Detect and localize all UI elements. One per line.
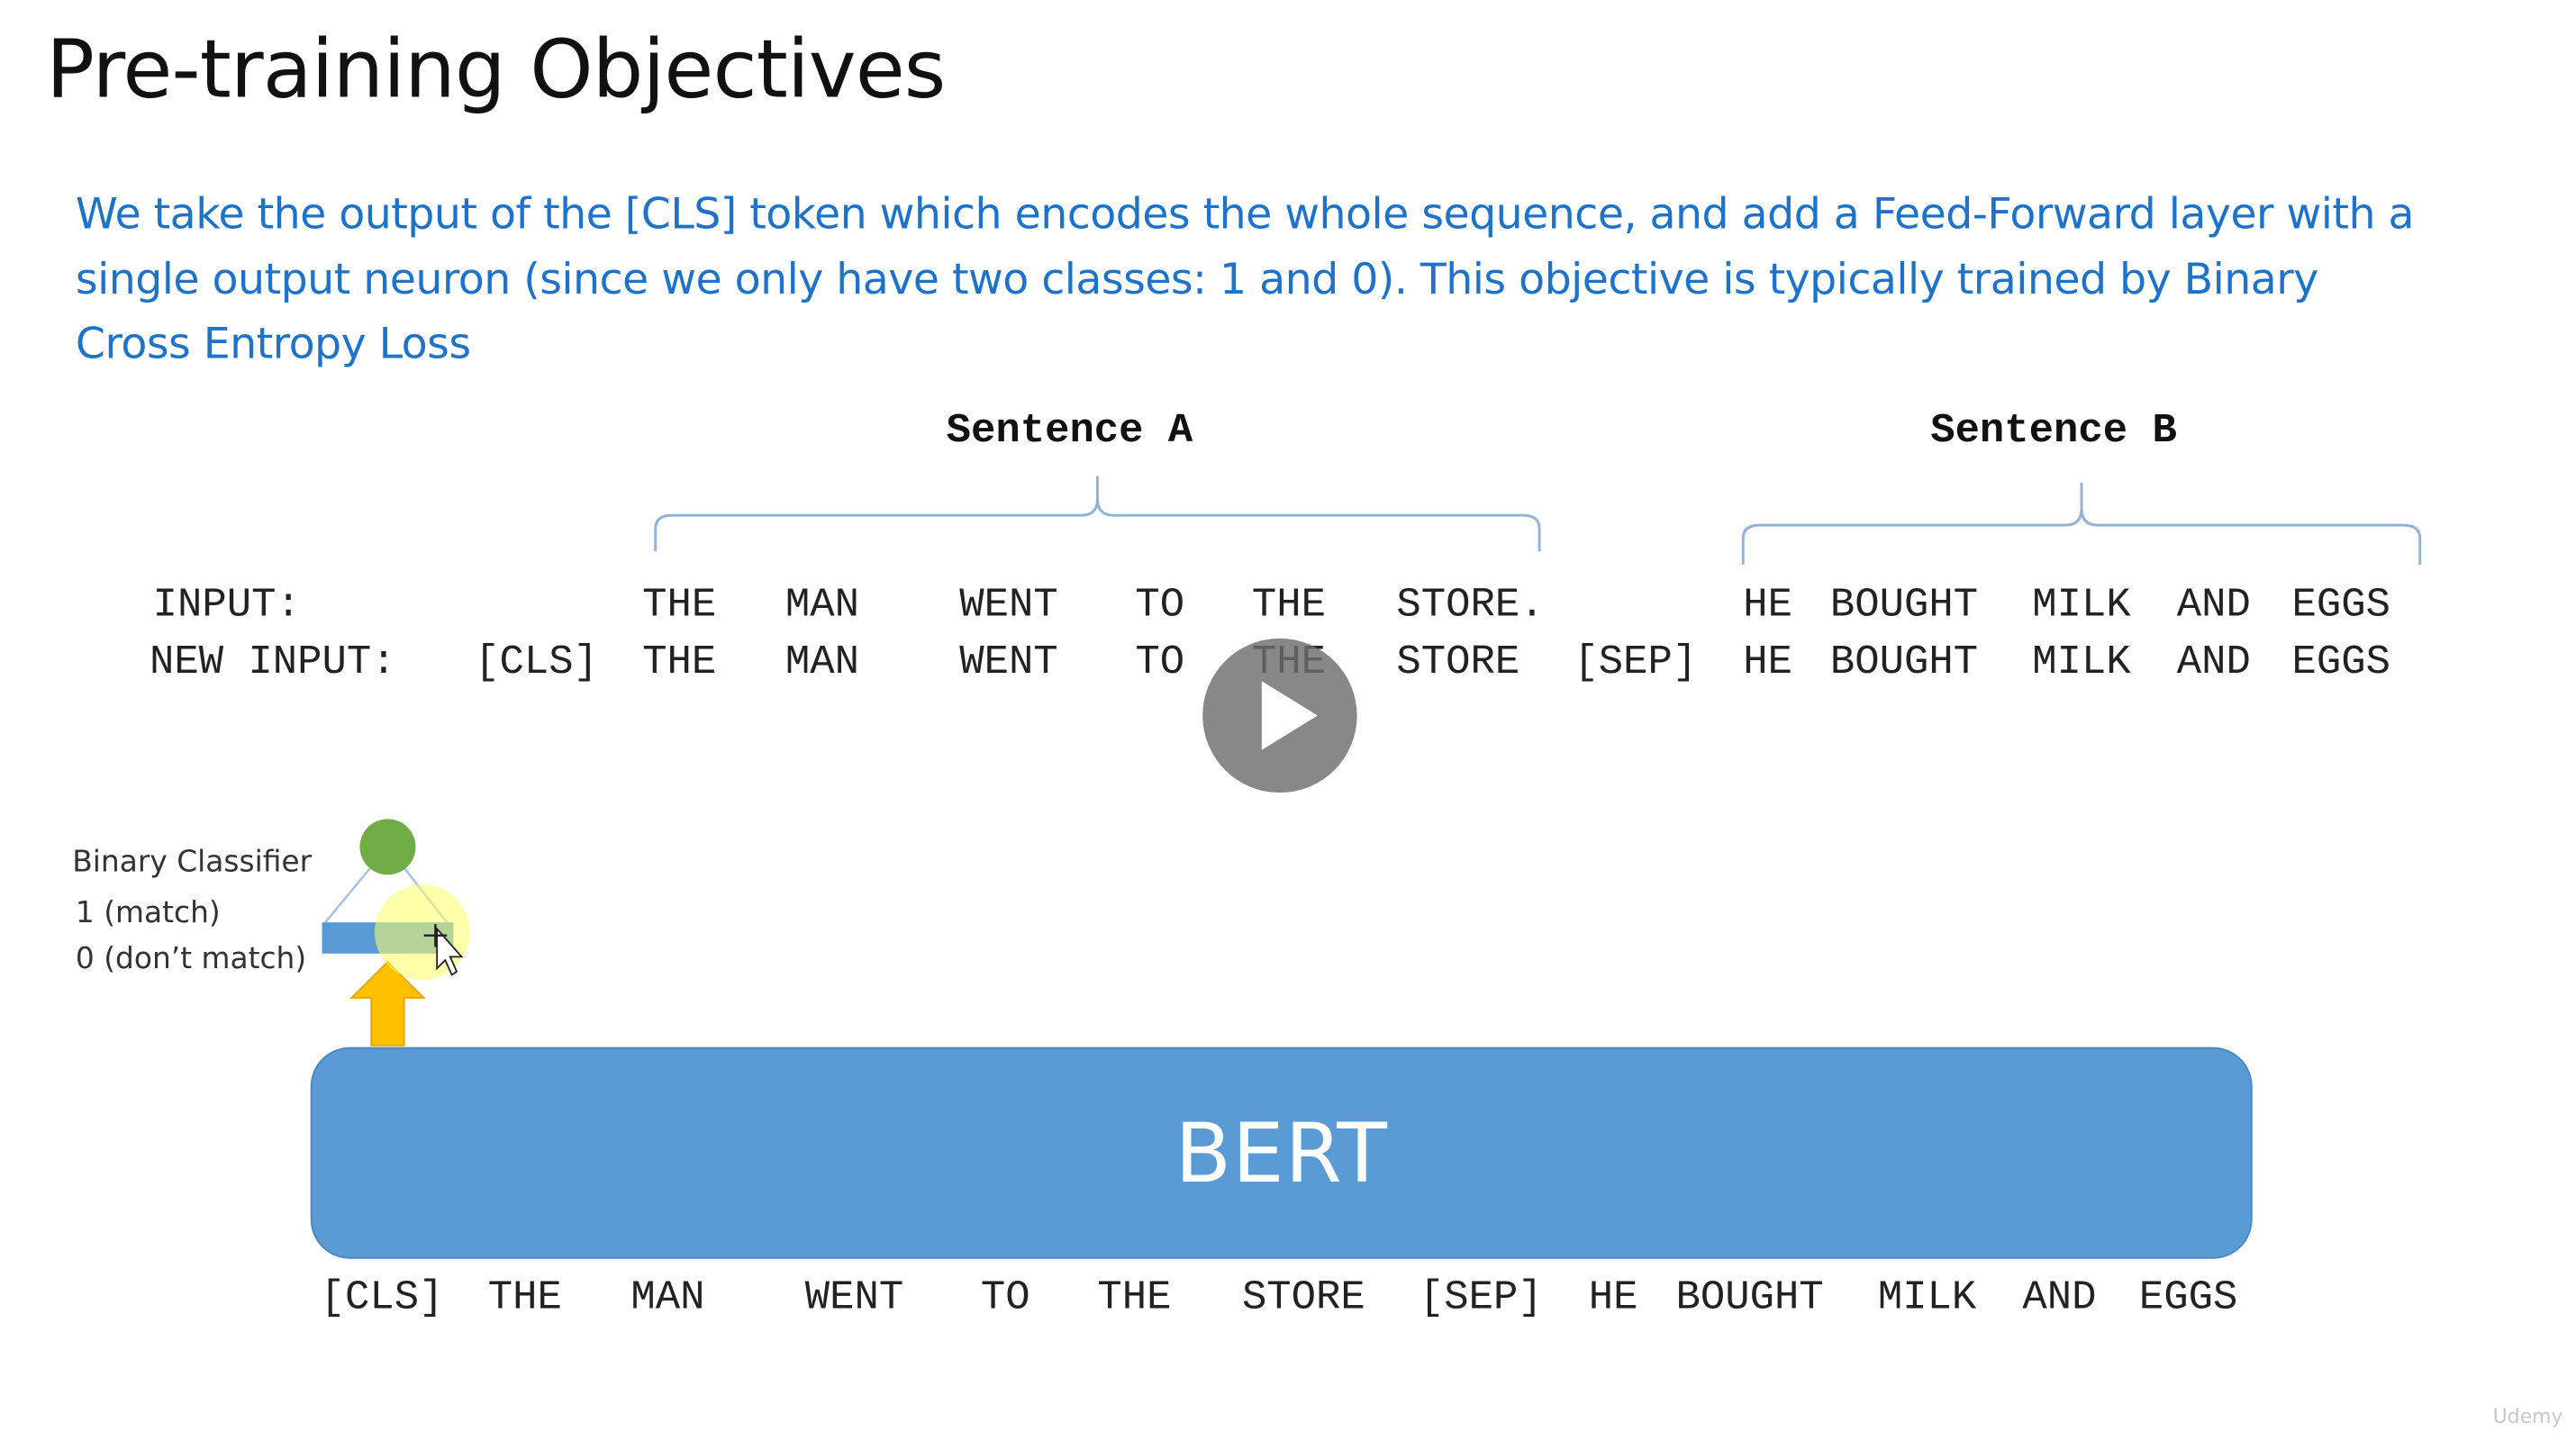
output-neuron bbox=[359, 819, 416, 875]
token: [CLS] bbox=[320, 1273, 444, 1321]
token: EGGS bbox=[2291, 638, 2390, 686]
token: MAN bbox=[785, 581, 859, 629]
sentence-a-brace bbox=[654, 476, 1541, 552]
move-cursor-icon bbox=[423, 923, 464, 976]
up-arrow bbox=[349, 960, 426, 1047]
token: TO bbox=[980, 1273, 1030, 1321]
new-input-label: NEW INPUT: bbox=[149, 638, 396, 686]
token: BOUGHT bbox=[1829, 581, 1979, 629]
token: AND bbox=[2022, 1273, 2097, 1321]
token: EGGS bbox=[2291, 581, 2390, 629]
token: AND bbox=[2176, 638, 2251, 686]
bert-label: BERT bbox=[1175, 1105, 1388, 1201]
token: HE bbox=[1588, 1273, 1638, 1321]
token: THE bbox=[642, 581, 717, 629]
token: STORE bbox=[1396, 638, 1520, 686]
token: WENT bbox=[804, 1273, 904, 1321]
token: THE bbox=[487, 1273, 562, 1321]
token: EGGS bbox=[2138, 1273, 2238, 1321]
token: AND bbox=[2176, 581, 2251, 629]
slide-title: Pre-training Objectives bbox=[46, 23, 946, 117]
token: BOUGHT bbox=[1675, 1273, 1824, 1321]
classifier-title: Binary Classifier bbox=[72, 845, 313, 880]
token: BOUGHT bbox=[1829, 638, 1979, 686]
token: THE bbox=[1097, 1273, 1172, 1321]
token: [SEP] bbox=[1574, 638, 1698, 686]
play-button[interactable] bbox=[1202, 638, 1357, 793]
token: WENT bbox=[959, 638, 1058, 686]
token: HE bbox=[1743, 581, 1793, 629]
token: [CLS] bbox=[475, 638, 598, 686]
classifier-match-label: 1 (match) bbox=[75, 895, 221, 931]
classifier-diagram bbox=[322, 819, 470, 1047]
token: WENT bbox=[959, 581, 1058, 629]
token: [SEP] bbox=[1419, 1273, 1543, 1321]
input-label: INPUT: bbox=[152, 581, 301, 629]
token: STORE. bbox=[1396, 581, 1545, 629]
token: MILK bbox=[2032, 581, 2131, 629]
classifier-no-match-label: 0 (don’t match) bbox=[75, 942, 307, 977]
slide-description: We take the output of the [CLS] token wh… bbox=[75, 190, 2415, 370]
token: MAN bbox=[785, 638, 859, 686]
token: MILK bbox=[2032, 638, 2131, 686]
bert-model-box: BERT bbox=[310, 1047, 2253, 1259]
token: STORE bbox=[1241, 1273, 1365, 1321]
sentence-b-label: Sentence B bbox=[1930, 406, 2177, 455]
token: HE bbox=[1743, 638, 1793, 686]
sentence-b-brace bbox=[1741, 482, 2422, 565]
token: TO bbox=[1135, 638, 1185, 686]
token: MAN bbox=[630, 1273, 705, 1321]
token: THE bbox=[1251, 581, 1326, 629]
token: THE bbox=[642, 638, 717, 686]
udemy-watermark: Udemy bbox=[2492, 1404, 2563, 1428]
token: TO bbox=[1135, 581, 1185, 629]
cursor-highlight bbox=[374, 884, 470, 980]
sentence-a-label: Sentence A bbox=[946, 406, 1193, 455]
token: MILK bbox=[1877, 1273, 1977, 1321]
play-icon bbox=[1261, 681, 1318, 750]
